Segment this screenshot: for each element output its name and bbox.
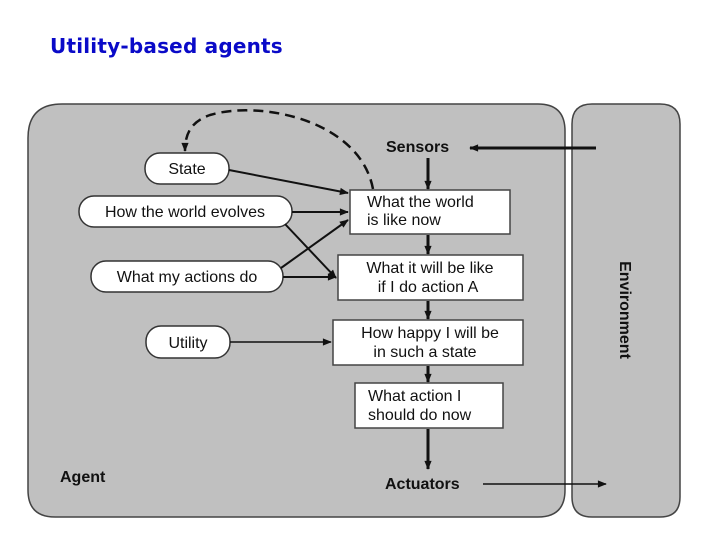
svg-text:should do now: should do now bbox=[368, 407, 472, 424]
box-will-be-like: What it will be like if I do action A bbox=[337, 254, 524, 301]
agent-label: Agent bbox=[60, 469, 106, 486]
environment-label: Environment bbox=[616, 261, 633, 359]
svg-text:Utility: Utility bbox=[168, 335, 207, 352]
arrow-evolves-to-future bbox=[284, 223, 337, 279]
arrows bbox=[181, 109, 607, 488]
svg-text:How the world evolves: How the world evolves bbox=[105, 204, 265, 221]
arrow-state-to-world bbox=[228, 169, 349, 195]
knowledge-world-evolves: How the world evolves bbox=[78, 195, 293, 228]
svg-text:How happy I will be: How happy I will be bbox=[361, 325, 499, 342]
svg-text:What action I: What action I bbox=[368, 388, 461, 405]
svg-text:in such a state: in such a state bbox=[373, 344, 476, 361]
svg-text:is like now: is like now bbox=[367, 212, 441, 229]
svg-text:What the world: What the world bbox=[367, 194, 474, 211]
box-how-happy: How happy I will be in such a state bbox=[332, 319, 524, 366]
svg-text:What my actions do: What my actions do bbox=[117, 269, 258, 286]
agent-panel bbox=[27, 103, 566, 518]
knowledge-actions-do: What my actions do bbox=[90, 260, 284, 293]
knowledge-utility: Utility bbox=[145, 325, 231, 359]
box-world-now: What the world is like now bbox=[349, 189, 511, 235]
svg-text:What it will be like: What it will be like bbox=[366, 260, 493, 277]
arrow-feedback-to-state bbox=[181, 109, 375, 190]
environment-panel bbox=[571, 103, 681, 518]
sensors-label: Sensors bbox=[386, 139, 449, 156]
arrow-actions-to-world bbox=[280, 219, 349, 269]
svg-text:if I do action A: if I do action A bbox=[378, 279, 479, 296]
svg-text:State: State bbox=[168, 161, 205, 178]
box-action-now: What action I should do now bbox=[354, 382, 504, 429]
knowledge-state: State bbox=[144, 152, 230, 185]
actuators-label: Actuators bbox=[385, 476, 460, 493]
page-title: Utility-based agents bbox=[50, 34, 283, 58]
